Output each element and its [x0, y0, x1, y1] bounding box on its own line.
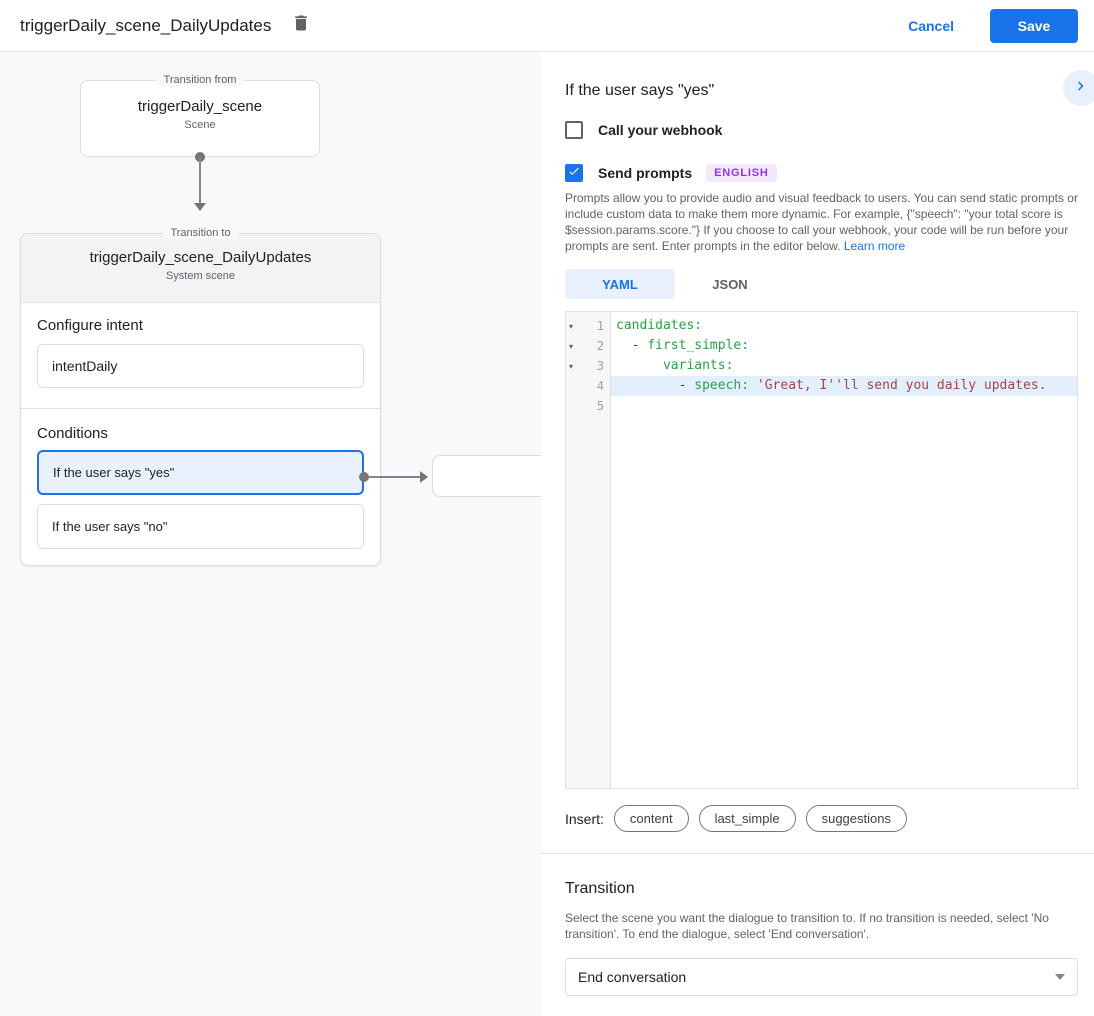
yaml-plain [749, 378, 757, 393]
yaml-plain: - [616, 378, 695, 393]
transition-select-value: End conversation [578, 969, 687, 985]
condition-detail-panel: If the user says "yes" Call your webhook… [541, 52, 1094, 1016]
webhook-row: Call your webhook [565, 121, 1078, 139]
tab-json[interactable]: JSON [712, 276, 748, 292]
yaml-plain [616, 358, 663, 373]
prompts-description-text: Prompts allow you to provide audio and v… [565, 191, 1078, 253]
learn-more-link[interactable]: Learn more [843, 239, 906, 253]
condition-row-no[interactable]: If the user says "no" [37, 504, 364, 549]
editor-format-tabs: YAML JSON [565, 269, 1078, 299]
save-button[interactable]: Save [990, 8, 1078, 43]
insert-content-button[interactable]: content [613, 805, 689, 832]
gutter-row: ▾ 2 [566, 336, 610, 356]
condition-title: If the user says "yes" [565, 82, 715, 99]
arrow-down-icon [194, 203, 206, 211]
code-line-2: - first_simple: [611, 336, 1077, 356]
conditions-heading: Conditions [37, 425, 108, 442]
transition-to-legend: Transition to [162, 227, 239, 239]
prompts-description: Prompts allow you to provide audio and v… [565, 190, 1078, 254]
to-scene-body: Configure intent intentDaily Conditions … [21, 317, 380, 565]
line-number: 5 [596, 399, 604, 413]
delete-scene-button[interactable] [289, 14, 313, 38]
from-scene-type: Scene [184, 119, 216, 131]
dropdown-caret-icon [1055, 974, 1065, 980]
panel-title-row: If the user says "yes" [565, 70, 1094, 106]
code-line-1: candidates: [611, 316, 1077, 336]
language-badge: ENGLISH [706, 164, 777, 182]
gutter-row: ▾ 3 [566, 356, 610, 376]
connector-dot [359, 472, 369, 482]
checkmark-icon [567, 164, 581, 183]
top-bar: triggerDaily_scene_DailyUpdates Cancel S… [0, 0, 1094, 52]
transition-from-node[interactable]: Transition from triggerDaily_scene Scene [80, 74, 320, 157]
prompt-code-editor: ▾ 1 ▾ 2 ▾ 3 4 5 candidates: - first_sim [565, 311, 1078, 789]
yaml-key: candidates: [616, 318, 703, 333]
insert-label: Insert: [565, 810, 604, 827]
fold-toggle-icon[interactable]: ▾ [569, 341, 574, 351]
scene-diagram-panel: Transition from triggerDaily_scene Scene… [0, 52, 541, 1016]
transition-to-card: Transition to triggerDaily_scene_DailyUp… [20, 227, 381, 566]
code-line-5 [611, 396, 1077, 416]
fold-toggle-icon[interactable]: ▾ [569, 321, 574, 331]
next-scene-node[interactable] [432, 455, 541, 497]
yaml-key: speech: [694, 378, 750, 393]
gutter-row: ▾ 1 [566, 316, 610, 336]
webhook-checkbox[interactable] [565, 121, 583, 139]
condition-row-yes[interactable]: If the user says "yes" [37, 450, 364, 495]
chevron-right-icon [1072, 77, 1090, 100]
transition-description: Select the scene you want the dialogue t… [565, 911, 1049, 941]
yaml-key: first_simple: [647, 338, 750, 353]
connector-line-horizontal [369, 476, 420, 478]
send-prompts-label: Send prompts [598, 165, 693, 181]
yaml-plain: - [616, 338, 648, 353]
transition-heading: Transition [565, 880, 635, 897]
code-line-4-active: - speech: 'Great, I''ll send you daily u… [611, 376, 1077, 396]
fold-toggle-icon[interactable]: ▾ [569, 361, 574, 371]
line-number: 2 [596, 339, 604, 353]
gutter-row: 4 [566, 376, 610, 396]
card-divider [21, 408, 380, 409]
transition-from-legend: Transition from [155, 74, 245, 86]
insert-suggestions-button[interactable]: suggestions [805, 805, 907, 832]
yaml-key: variants: [662, 358, 734, 373]
line-number: 1 [596, 319, 604, 333]
insert-last-simple-button[interactable]: last_simple [698, 805, 796, 832]
webhook-label: Call your webhook [598, 122, 723, 138]
configure-intent-heading: Configure intent [37, 317, 143, 334]
to-scene-header[interactable]: triggerDaily_scene_DailyUpdates System s… [21, 234, 380, 303]
line-number: 3 [596, 359, 604, 373]
code-line-3: variants: [611, 356, 1077, 376]
connector-line-vertical [199, 157, 201, 203]
tab-yaml[interactable]: YAML [565, 269, 675, 299]
collapse-panel-button[interactable] [1063, 70, 1094, 106]
arrow-right-icon [420, 471, 428, 483]
cancel-button[interactable]: Cancel [908, 17, 954, 34]
gutter-row: 5 [566, 396, 610, 416]
section-divider [541, 853, 1094, 854]
trash-icon [291, 13, 311, 38]
intent-input[interactable]: intentDaily [37, 344, 364, 388]
transition-select[interactable]: End conversation [565, 958, 1078, 996]
to-scene-name: triggerDaily_scene_DailyUpdates [89, 249, 312, 266]
line-number: 4 [596, 379, 604, 393]
send-prompts-row: Send prompts ENGLISH [565, 164, 1078, 182]
yaml-string: 'Great, I''ll send you daily updates. [756, 378, 1047, 393]
to-scene-type: System scene [165, 270, 236, 282]
from-scene-name: triggerDaily_scene [137, 98, 263, 115]
insert-row: Insert: content last_simple suggestions [565, 805, 1078, 832]
code-area[interactable]: candidates: - first_simple: variants: - … [611, 312, 1077, 788]
scene-title: triggerDaily_scene_DailyUpdates [20, 15, 272, 35]
send-prompts-checkbox[interactable] [565, 164, 583, 182]
editor-gutter: ▾ 1 ▾ 2 ▾ 3 4 5 [566, 312, 611, 788]
